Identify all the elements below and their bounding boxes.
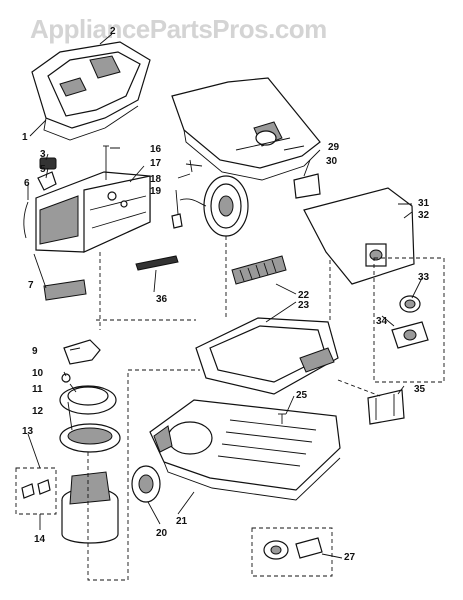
switch-part[interactable] (23, 157, 57, 239)
wheel-part[interactable] (131, 465, 161, 503)
callout-35: 35 (414, 384, 426, 395)
callout-5: 5 (40, 164, 46, 175)
motor-group[interactable] (15, 467, 119, 544)
latch-part[interactable] (293, 173, 321, 199)
callout-1: 1 (22, 132, 28, 143)
callout-7: 7 (28, 280, 34, 291)
dust-bag-part[interactable] (303, 187, 415, 285)
callout-21: 21 (176, 516, 188, 527)
callout-13: 13 (22, 426, 34, 437)
gasket-part[interactable] (63, 339, 101, 365)
callout-9: 9 (32, 346, 38, 357)
watermark: AppliancePartsPros.com (30, 14, 327, 44)
callout-2: 2 (110, 26, 116, 37)
callout-34: 34 (376, 316, 388, 327)
callout-36: 36 (156, 294, 168, 305)
callout-25: 25 (296, 390, 308, 401)
bracket-part[interactable] (367, 389, 405, 425)
callout-31: 31 (418, 198, 430, 209)
screw-part[interactable] (278, 413, 286, 424)
top-cover-part[interactable] (31, 41, 151, 141)
callout-20: 20 (156, 528, 168, 539)
callout-33: 33 (418, 272, 430, 283)
callout-19: 19 (150, 186, 162, 197)
callout-18: 18 (150, 174, 162, 185)
exhaust-grill-part[interactable] (231, 255, 287, 285)
callout-23: 23 (298, 300, 310, 311)
callout-17: 17 (150, 158, 162, 169)
motor-mount-part[interactable] (59, 373, 121, 453)
callout-10: 10 (32, 368, 44, 379)
agitator-group[interactable] (251, 527, 333, 577)
callout-22: 22 (298, 290, 310, 301)
cord-reel-part[interactable] (171, 159, 249, 237)
callout-32: 32 (418, 210, 430, 221)
callout-30: 30 (326, 156, 338, 167)
callout-14: 14 (34, 534, 46, 545)
callout-12: 12 (32, 406, 44, 417)
callout-3: 3 (40, 149, 46, 160)
callout-11: 11 (32, 384, 43, 395)
cord-retainer-part[interactable] (135, 255, 179, 271)
handle-housing-part[interactable] (35, 145, 151, 253)
bag-compartment-frame-part[interactable] (195, 317, 339, 395)
bag-holder-group[interactable] (373, 257, 445, 383)
callout-27: 27 (344, 552, 356, 563)
callout-6: 6 (24, 178, 30, 189)
upper-cover-part[interactable] (171, 77, 321, 181)
callout-16: 16 (150, 144, 162, 155)
callout-29: 29 (328, 142, 340, 153)
filter-pad-part[interactable] (43, 279, 87, 301)
base-housing-part[interactable] (149, 399, 341, 501)
